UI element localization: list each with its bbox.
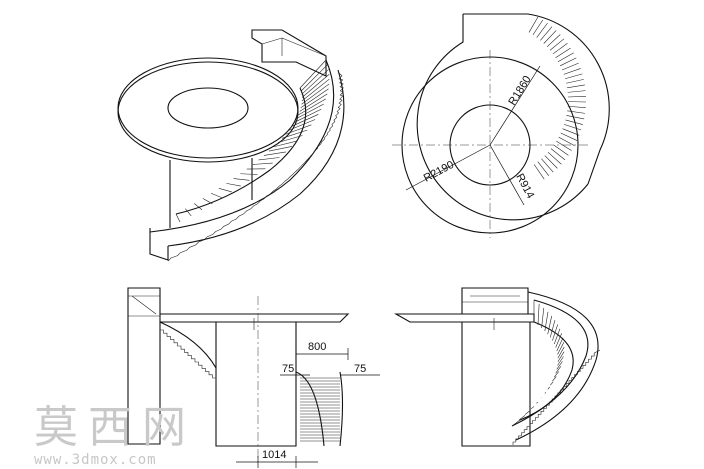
platform-edge [117, 61, 299, 163]
plan-view: R2190 R1860 R914 [392, 13, 610, 238]
front-side-post [127, 287, 161, 445]
plan-outer-circle [416, 14, 589, 221]
radius-label-r2190: R2190 [422, 159, 456, 185]
stair-underside-steps [167, 71, 344, 262]
support-column [169, 158, 253, 228]
isometric-view [117, 29, 345, 262]
side-stair-rail [511, 299, 589, 427]
stair-outer-rail [149, 59, 335, 233]
plan-treads [528, 16, 586, 180]
front-stair-steps [160, 329, 217, 382]
watermark-brand: 莫西网 [34, 402, 196, 453]
side-top-railing [461, 287, 529, 315]
platform-inner-ring [167, 87, 249, 129]
stair-bottom-post [149, 228, 169, 261]
side-stair-steps [512, 349, 601, 445]
side-stair-outer [515, 291, 599, 441]
isometric-treads [175, 59, 330, 223]
top-railing-box [251, 29, 327, 77]
side-stair-inner [519, 321, 574, 421]
dim-stair-width: 800 [308, 341, 326, 353]
front-elevation: 800 75 75 1014 [127, 287, 380, 468]
dim-left-offset: 75 [282, 363, 294, 375]
side-stair-treads [511, 300, 565, 427]
side-elevation [393, 287, 601, 447]
side-landing-slab [393, 313, 535, 323]
stair-outer-stringer [167, 69, 345, 247]
radius-label-r1860: R1860 [506, 74, 533, 108]
front-landing-slab [160, 313, 350, 323]
stair-inner-rail [175, 87, 307, 215]
plan-stair-outline [463, 13, 610, 185]
side-column [461, 322, 531, 447]
platform-top [117, 57, 299, 159]
front-stair-section [295, 371, 344, 447]
dim-right-offset: 75 [354, 363, 366, 375]
dim-base-width: 1014 [262, 449, 286, 461]
watermark-url: www.3dmox.com [34, 452, 157, 468]
watermark: 莫西网 www.3dmox.com [34, 402, 196, 468]
radius-label-r914: R914 [513, 172, 536, 201]
front-column [215, 322, 297, 447]
front-stair-treads [300, 377, 340, 442]
